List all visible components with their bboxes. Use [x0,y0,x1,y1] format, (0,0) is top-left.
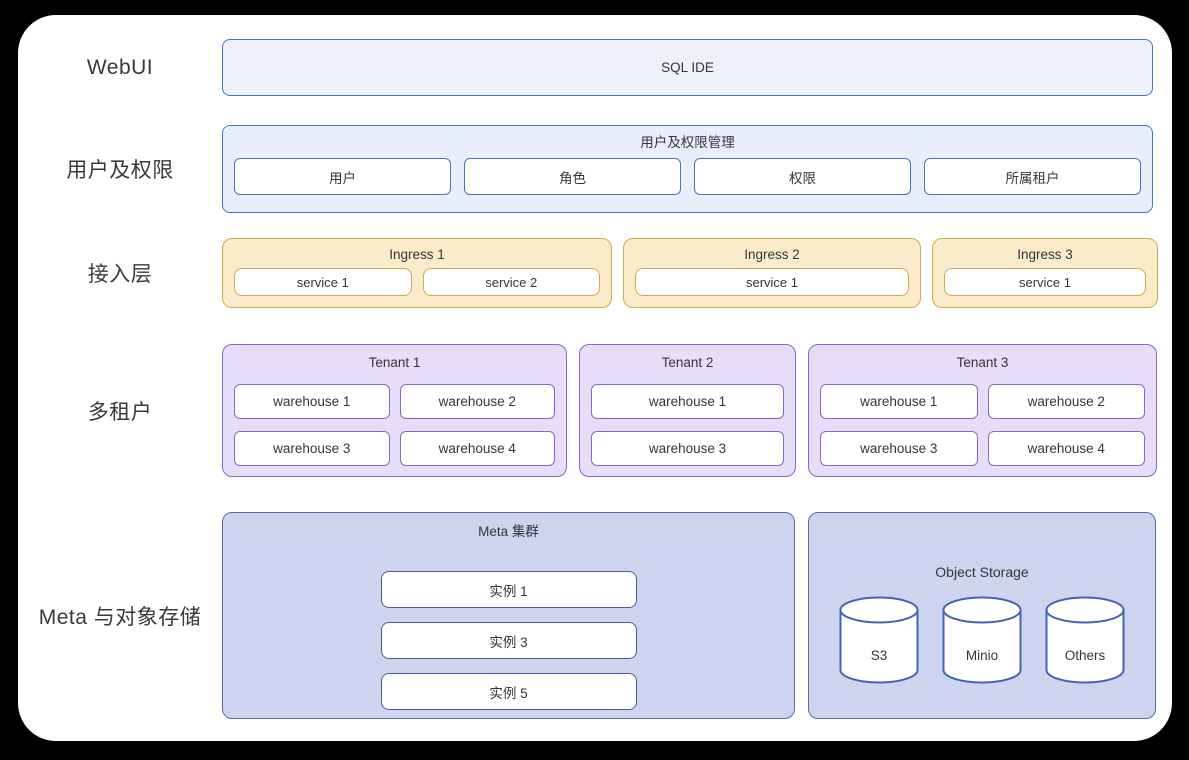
ingress-group-1: Ingress 1 service 1 service 2 [222,238,612,308]
row-label-tenants: 多租户 [87,400,153,424]
ingress-group-title: Ingress 2 [744,247,800,262]
warehouse-box: warehouse 4 [987,431,1145,466]
permissions-group-title: 用户及权限管理 [640,135,735,150]
ingress-group-2: Ingress 2 service 1 [623,238,921,308]
storage-cylinder-minio: Minio [942,596,1022,684]
sql-ide-box: SQL IDE [222,39,1153,96]
tenant-group-3: Tenant 3 warehouse 1 warehouse 2 warehou… [808,344,1157,477]
object-storage-title: Object Storage [935,564,1029,580]
ingress-group-title: Ingress 3 [1017,247,1073,262]
cylinder-label: Others [1064,648,1106,663]
tenant-group-2: Tenant 2 warehouse 1 warehouse 3 [579,344,796,477]
instance-box-5: 实例 5 [380,673,637,710]
object-storage-group: Object Storage S3 Mini [808,512,1156,719]
warehouse-box: warehouse 4 [399,431,555,466]
row-webui: WebUI SQL IDE [18,39,1172,96]
warehouse-box: warehouse 2 [399,384,555,419]
service-box: service 1 [234,268,412,296]
row-label-ingress: 接入层 [87,263,153,286]
row-meta-storage: Meta 与对象存储 Meta 集群 实例 1 实例 3 实例 5 Object… [18,512,1172,719]
instance-box-1: 实例 1 [380,571,637,608]
instance-box-3: 实例 3 [380,622,637,659]
service-box: service 1 [635,268,909,296]
database-cylinder-icon [942,596,1022,684]
permission-item-user: 用户 [234,158,451,195]
storage-cylinder-others: Others [1045,596,1125,684]
storage-cylinder-s3: S3 [839,596,919,684]
permission-item-role: 角色 [464,158,681,195]
tenant-group-title: Tenant 3 [956,355,1009,370]
permission-item-tenant: 所属租户 [924,158,1141,195]
row-label-webui: WebUI [86,55,154,79]
permissions-group: 用户及权限管理 用户 角色 权限 所属租户 [222,125,1153,213]
row-tenants: 多租户 Tenant 1 warehouse 1 warehouse 2 war… [18,344,1172,477]
row-permissions: 用户及权限 用户及权限管理 用户 角色 权限 所属租户 [18,125,1172,213]
ingress-group-3: Ingress 3 service 1 [932,238,1158,308]
permission-item-privilege: 权限 [694,158,911,195]
row-label-permissions: 用户及权限 [66,159,174,182]
warehouse-box: warehouse 3 [591,431,784,466]
meta-cluster-group: Meta 集群 实例 1 实例 3 实例 5 [222,512,795,719]
ingress-group-title: Ingress 1 [389,247,445,262]
database-cylinder-icon [839,596,919,684]
warehouse-box: warehouse 3 [234,431,390,466]
tenant-group-1: Tenant 1 warehouse 1 warehouse 2 warehou… [222,344,567,477]
warehouse-box: warehouse 1 [820,384,978,419]
cylinder-label: S3 [870,648,888,663]
warehouse-box: warehouse 1 [591,384,784,419]
service-box: service 1 [944,268,1146,296]
database-cylinder-icon [1045,596,1125,684]
warehouse-box: warehouse 1 [234,384,390,419]
meta-cluster-title: Meta 集群 [478,524,539,539]
warehouse-box: warehouse 2 [987,384,1145,419]
row-label-meta-storage: Meta 与对象存储 [38,605,202,629]
warehouse-box: warehouse 3 [820,431,978,466]
cylinder-label: Minio [965,648,999,663]
tenant-group-title: Tenant 2 [661,355,714,370]
row-ingress: 接入层 Ingress 1 service 1 service 2 Ingres… [18,238,1172,308]
tenant-group-title: Tenant 1 [368,355,421,370]
diagram-card: WebUI SQL IDE 用户及权限 用户及权限管理 用户 角色 权限 所属租… [18,15,1172,741]
service-box: service 2 [422,268,600,296]
